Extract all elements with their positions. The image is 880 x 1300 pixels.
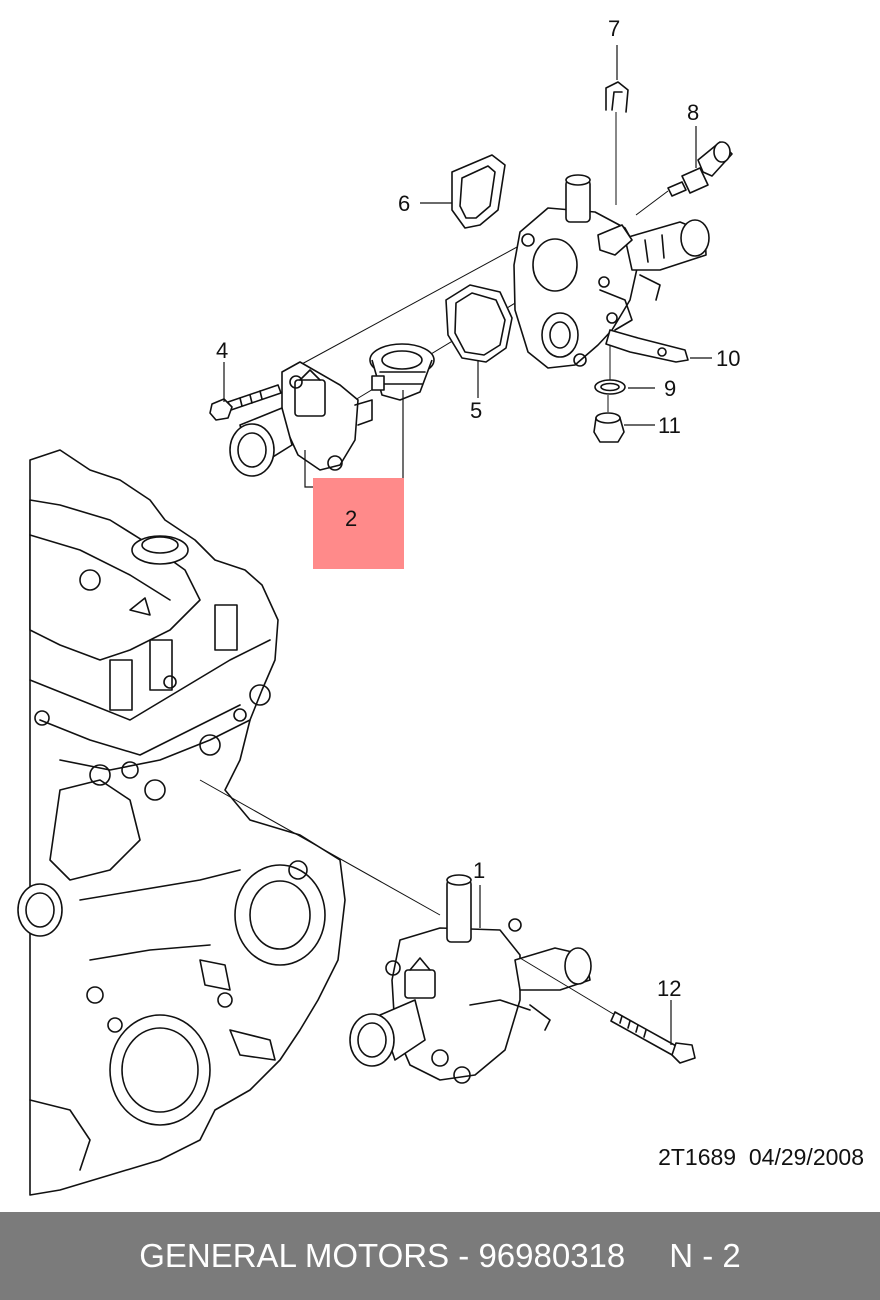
assembly-guide-line [199, 779, 441, 916]
callout-12: 12 [657, 976, 682, 1001]
callout-2: 2 [345, 506, 358, 531]
footer-bar: GENERAL MOTORS - 96980318 N - 2 [0, 1212, 880, 1300]
thermostat-element [369, 343, 435, 401]
bracket [605, 329, 689, 363]
highlighted-part-marker [313, 478, 404, 569]
footer-brand: GENERAL MOTORS [139, 1237, 450, 1274]
flat-gasket [451, 154, 506, 229]
callout-7: 7 [608, 16, 621, 41]
o-ring-gasket [445, 284, 513, 363]
diagram-date: 04/29/2008 [748, 1144, 864, 1170]
footer-separator: - [458, 1237, 470, 1274]
callout-4: 4 [216, 338, 229, 363]
callout-8: 8 [687, 100, 700, 125]
thermostat-housing-assembly [349, 874, 592, 1084]
retaining-clip [605, 81, 629, 205]
thermostat-cover [229, 361, 373, 477]
callout-5: 5 [470, 398, 483, 423]
callout-10: 10 [716, 346, 741, 371]
housing-bolt [519, 957, 696, 1064]
exploded-parts-diagram [17, 45, 733, 1196]
diagram-code: 2T1689 [658, 1144, 737, 1170]
callout-11: 11 [658, 413, 681, 438]
small-o-ring [594, 340, 626, 395]
temperature-sensor [635, 141, 733, 216]
main-housing [513, 174, 710, 369]
callout-9: 9 [664, 376, 677, 401]
engine-block-drawing [17, 449, 346, 1196]
callout-6: 6 [398, 191, 411, 216]
drain-plug [593, 395, 625, 443]
callout-1: 1 [473, 858, 486, 883]
footer-part-number: 96980318 [478, 1237, 626, 1274]
diagram-reference: 2T1689 04/29/2008 [658, 1144, 864, 1171]
footer-position: N - 2 [669, 1237, 741, 1274]
